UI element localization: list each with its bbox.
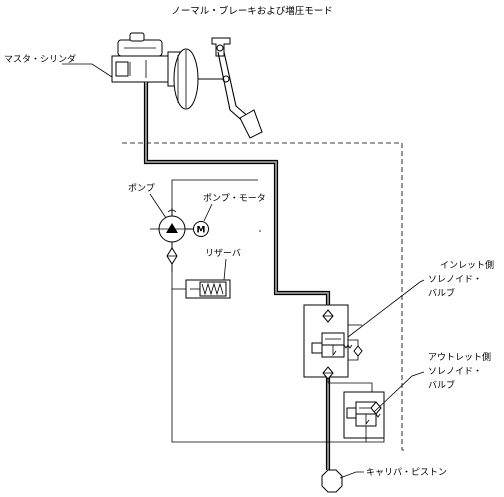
diagram-title: ノーマル・ブレーキおよび増圧モード: [171, 5, 333, 17]
outlet-valve-label-line2: ソレノイド・: [428, 367, 482, 377]
inlet-outlet-connection: [327, 380, 373, 392]
pump-check-valve: [166, 242, 178, 272]
outlet-return-line: [348, 420, 385, 443]
reservoir-leader: [223, 258, 227, 281]
pump-label: ポンプ: [128, 183, 155, 194]
motor-symbol-letter: M: [197, 226, 206, 236]
master-cylinder-label: マスタ・シリンダ: [4, 53, 76, 65]
inlet-valve-label: インレット側 ソレノイド・ バルブ: [428, 259, 494, 299]
outlet-valve-label: アウトレット側 ソレノイド・ バルブ: [428, 351, 491, 391]
inlet-solenoid-valve: [303, 304, 363, 380]
outlet-solenoid-valve: [343, 391, 385, 442]
pump-motor-symbol: M: [185, 221, 209, 237]
hydraulic-unit-boundary: [122, 142, 404, 451]
master-cylinder-leader: [62, 63, 113, 78]
master-cylinder-assembly: [111, 32, 230, 110]
pump-motor-leader: [203, 203, 213, 222]
caliper-piston: [321, 469, 343, 493]
inlet-valve-label-line3: バルブ: [428, 287, 455, 299]
inlet-valve-label-line2: ソレノイド・: [428, 275, 482, 285]
brake-fluid-pipe: [143, 82, 331, 470]
pump-leader: [149, 193, 167, 219]
outlet-valve-leader: [373, 371, 425, 413]
caliper-piston-leader: [339, 471, 364, 479]
pump-symbol: [158, 209, 186, 243]
outlet-valve-label-line1: アウトレット側: [428, 351, 491, 363]
caliper-piston-label: キャリパ・ピストン: [366, 467, 447, 478]
pump-motor-label: ポンプ・モータ: [203, 193, 266, 204]
reservoir-symbol: [185, 279, 231, 299]
inlet-valve-leader: [347, 279, 425, 338]
inlet-valve-label-line1: インレット側: [440, 259, 494, 271]
reservoir-label: リザーバ: [205, 248, 241, 259]
outlet-valve-label-line3: バルブ: [428, 379, 455, 391]
brake-pedal: [211, 37, 263, 139]
